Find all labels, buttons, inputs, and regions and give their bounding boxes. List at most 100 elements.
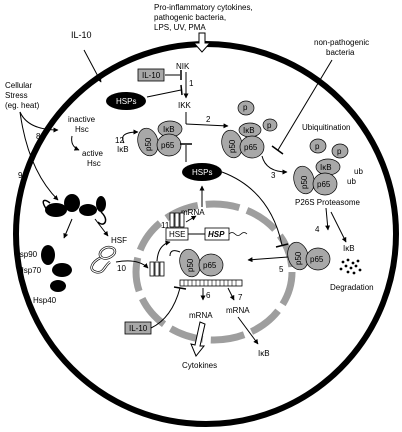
dna-hatch [183,280,237,286]
hsps-translocation-inhibit [221,171,283,246]
nonpath-label-1: non-pathogenic [314,38,369,47]
ikb-bottom-label: IκB [258,349,270,358]
step-1: 1 [189,79,194,88]
degradation-label: Degradation [330,283,374,292]
hsp40-label: Hsp40 [33,296,57,305]
step-11: 11 [161,221,170,230]
hsp90-shape [41,245,55,265]
nonpath-inhibit-bar [271,145,284,155]
hsp70-label: Hsp70 [18,266,42,275]
inactive-hsc-1: inactive [68,115,96,124]
il10-label-top: IL-10 [71,30,92,40]
ubiquitination-arrow [261,155,288,175]
hsf-trimer-bound [169,212,185,228]
complex-c-p65: p65 [317,180,331,189]
hsp-mrna-label: mRNA [181,208,205,217]
complex-c-ub2: ub [347,177,356,186]
stress-to-hsc-arrow [19,111,59,133]
hsps-inhibit-bar [180,84,183,96]
step-6: 6 [206,291,211,300]
complex-b-p2: p [267,121,272,130]
stimuli-label-1: Pro-inflammatory cytokines, [154,3,253,12]
nfkb-complex-free: p50 p65 [287,241,331,271]
hsp-release-arrow [63,218,73,239]
hsps-translocation-bar [275,243,289,248]
transcription-arrow-7 [227,287,235,301]
hsf-release-arrow [94,218,109,237]
p26s-label: P26S Proteasome [295,198,360,207]
cyto-mrna-label: mRNA [189,311,213,320]
hsf-label: HSF [111,236,127,245]
stimulus-open-arrow [192,32,212,53]
hsf-strand-right [97,211,107,225]
nonpath-label-2: bacteria [326,48,355,57]
il10-box-top [137,68,165,82]
hsf-trimer [149,261,165,277]
step-10: 10 [117,264,126,273]
complex-b-ikb: IκB [243,126,255,135]
hsc-activation-arrow [71,135,80,151]
ikb-synthesis-arrow [237,316,259,345]
step-9: 9 [18,171,23,180]
il10-arrow [83,49,102,83]
hsf-to-hse-arrow [156,240,171,262]
translocation-arrow [247,256,289,263]
hsf-strand-left [42,199,51,211]
nucleus-envelope [132,200,296,344]
step-7: 7 [238,293,243,302]
hse-text: HSE [169,230,185,239]
il10-box-top-text: IL-10 [142,71,161,80]
complex-b-p50: p50 [228,139,237,153]
hsps-center-oval [182,163,222,181]
nfkb-complex-inactive: IκB p50 p65 [137,120,183,157]
hsf-strand-inner [91,246,116,273]
hsf-nfkb-inhibit [169,250,181,257]
complex-a-p50: p50 [144,137,153,151]
ikb-rebind-arrow [122,129,139,144]
hsp-mrna-arrow [185,215,197,223]
hsp90-label: Hsp90 [14,250,38,259]
stress-label-2: Stress [5,91,28,100]
nfkb-complex-nuclear: p50 p65 [179,248,224,278]
hsps-center-text: HSPs [192,168,212,177]
il10-nucleus-bar [173,286,187,290]
stress-to-hsp-arrow [19,111,59,201]
ikb-deg-label: IκB [343,244,355,253]
complex-c-p50: p50 [300,175,309,189]
hsf-trimer-arrow [115,260,149,269]
step-5: 5 [279,265,284,274]
complex-e-p65: p65 [203,261,217,270]
complex-c-ikb: IκB [320,163,332,172]
complex-c-ub1: ub [354,167,363,176]
ikb-mrna-label: mRNA [226,306,250,315]
ikb-free-label: IκB [117,145,129,154]
complex-b-p1: p [243,103,248,112]
active-hsc-2: Hsc [87,159,101,168]
step-4: 4 [315,225,320,234]
ubiquitination-label: Ubiquitination [302,123,350,132]
il10-nucleus-inhibit [150,287,181,329]
stress-label-3: (eg. heat) [5,101,40,110]
hsps-top-text: HSPs [116,97,136,106]
stress-label-1: Cellular [5,81,32,90]
hsf-strand [90,245,117,274]
step-8: 8 [36,132,41,141]
nfkb-complex-ubiquitinated: p p IκB p50 p65 ub ub [293,138,363,196]
dna-strand [179,279,243,287]
cytokine-open-arrow [190,321,206,357]
hsp40-shape [50,280,66,292]
nfkb-complex-phosphorylated: p IκB p p50 p65 [221,100,278,159]
complex-a-ikb: IκB [163,125,175,134]
degradation-dots [339,258,362,275]
hsps-top-oval [106,92,146,110]
complex-d-p50: p50 [294,251,303,265]
ikb-degradation-arrow [330,211,347,243]
complex-c-p1: p [315,142,320,151]
hsp-hsf-complex [45,194,106,217]
nik-label: NIK [176,62,190,71]
complex-a-p65: p65 [161,141,175,150]
stimuli-label-3: LPS, UV, PMA [154,23,206,32]
complex-b-p65: p65 [244,143,258,152]
